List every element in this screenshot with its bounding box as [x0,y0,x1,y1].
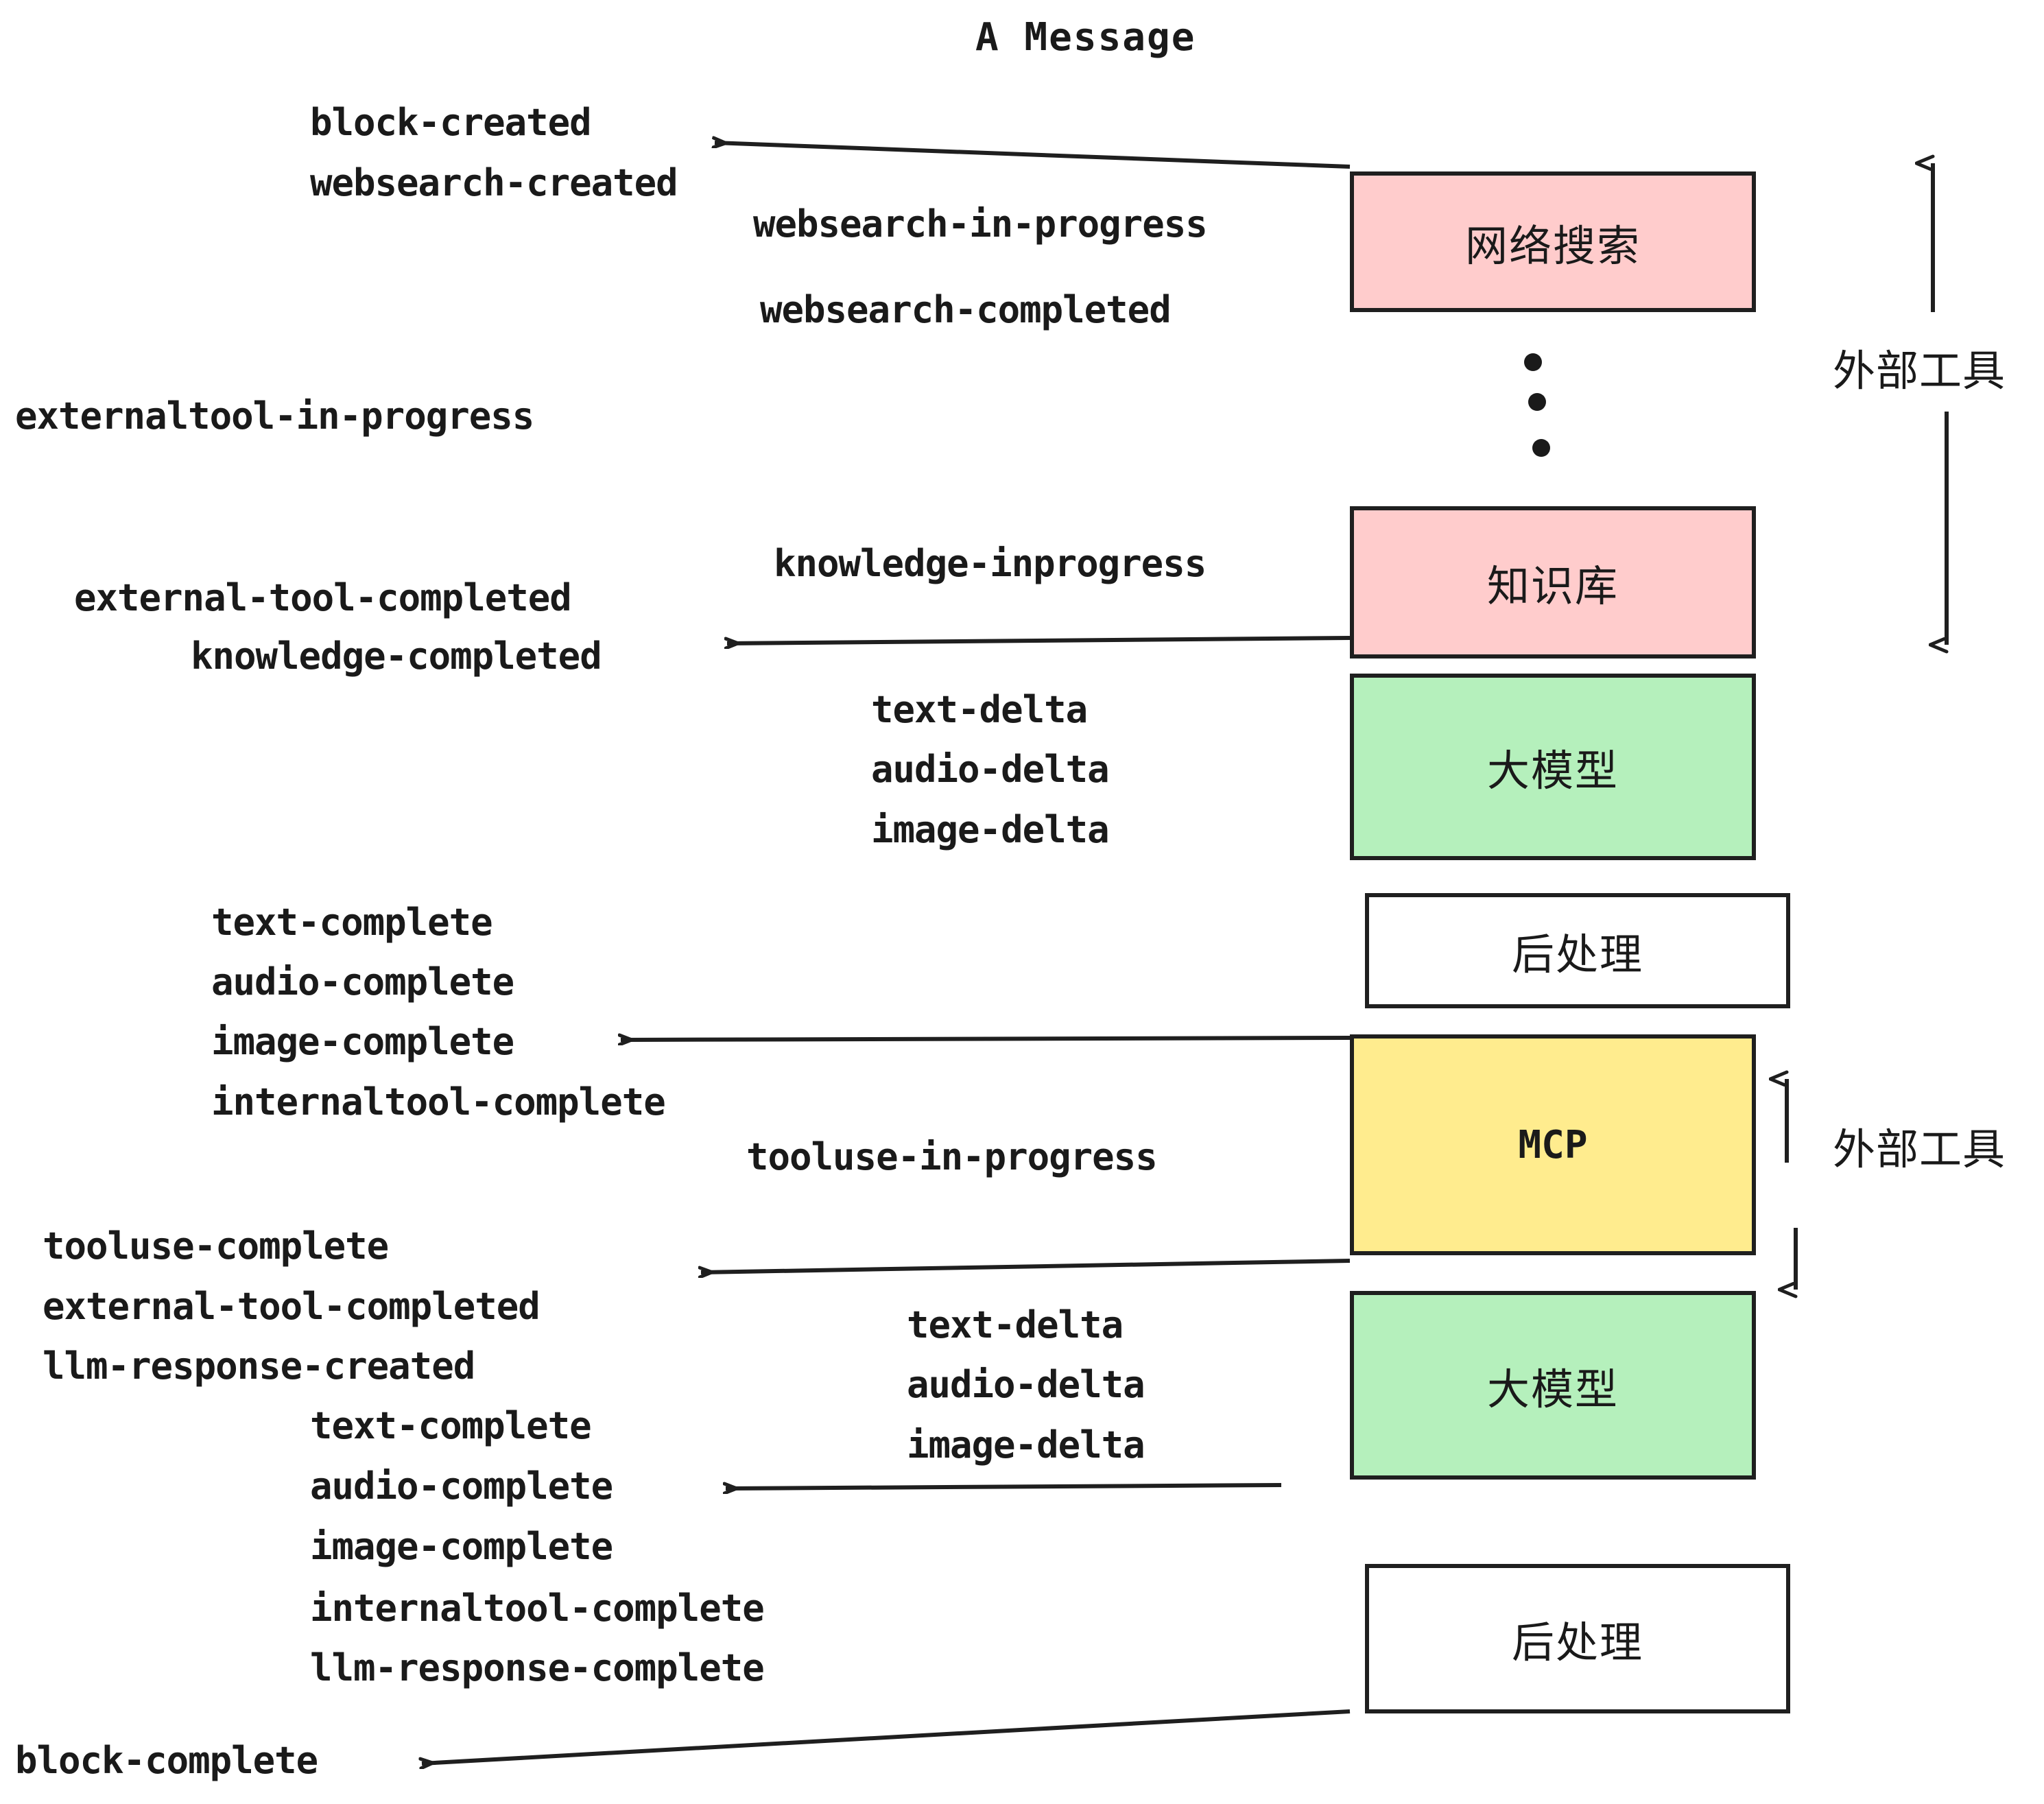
event-label: audio-delta [907,1363,1145,1406]
event-label: tooluse-in-progress [746,1135,1158,1178]
node-mcp-label: MCP [1518,1122,1588,1167]
event-label: externaltool-in-progress [15,394,534,438]
event-label: image-delta [871,808,1110,851]
node-llm-1[interactable]: 大模型 [1350,674,1756,860]
event-label: llm-response-created [43,1344,475,1388]
arrow-llm2-to-audio-complete [726,1485,1282,1488]
node-postprocess-2-label: 后处理 [1511,1617,1643,1667]
node-postprocess-1[interactable]: 后处理 [1365,893,1790,1008]
node-knowledge[interactable]: 知识库 [1350,506,1756,658]
event-label: knowledge-completed [191,634,602,678]
event-label: knowledge-inprogress [774,542,1207,585]
event-label: audio-delta [871,748,1110,791]
event-label: image-complete [211,1020,514,1063]
ellipsis-dot-icon [1532,439,1550,457]
event-label: block-created [310,101,592,144]
event-label: block-complete [15,1739,318,1782]
event-label: websearch-in-progress [753,202,1208,246]
node-llm-2-label: 大模型 [1486,1364,1619,1414]
group-label-external-tool-bottom: 外部工具 [1833,1124,2006,1174]
event-label: tooluse-complete [43,1224,389,1268]
event-label: image-complete [310,1525,613,1568]
arrow-llm1-to-image-complete [621,1038,1351,1040]
event-label: websearch-created [310,161,678,204]
event-label: websearch-completed [760,288,1172,331]
node-knowledge-label: 知识库 [1486,561,1619,611]
arrow-knowledge-to-completed [727,636,1351,643]
event-label: text-complete [310,1404,592,1447]
node-websearch-label: 网络搜索 [1464,220,1641,271]
event-label: text-delta [871,688,1088,731]
event-label: audio-complete [211,960,514,1004]
event-label: internaltool-complete [211,1080,666,1124]
node-postprocess-1-label: 后处理 [1511,929,1643,980]
event-label: external-tool-completed [43,1285,540,1328]
diagram-title: A Message [975,15,1196,60]
event-label: text-delta [907,1303,1124,1346]
external-tool-range-bottom [1787,1079,1798,1290]
event-label: text-complete [211,901,493,944]
external-tool-range-top [1933,163,1949,645]
node-llm-1-label: 大模型 [1486,746,1619,796]
arrow-websearch-to-created [715,143,1351,169]
event-label: internaltool-complete [310,1587,765,1630]
event-label: image-delta [907,1423,1145,1467]
arrow-postprocess2-to-block-complete [422,1709,1351,1764]
group-label-external-tool-top: 外部工具 [1833,346,2006,396]
arrow-mcp-to-tooluse-complete [701,1259,1351,1272]
event-label: external-tool-completed [74,576,572,619]
ellipsis-dot-icon [1528,393,1546,411]
node-websearch[interactable]: 网络搜索 [1350,171,1756,312]
event-label: llm-response-complete [310,1646,765,1689]
ellipsis-dot-icon [1524,353,1542,371]
node-mcp[interactable]: MCP [1350,1034,1756,1255]
node-postprocess-2[interactable]: 后处理 [1365,1564,1790,1713]
event-label: audio-complete [310,1464,613,1508]
node-llm-2[interactable]: 大模型 [1350,1291,1756,1480]
